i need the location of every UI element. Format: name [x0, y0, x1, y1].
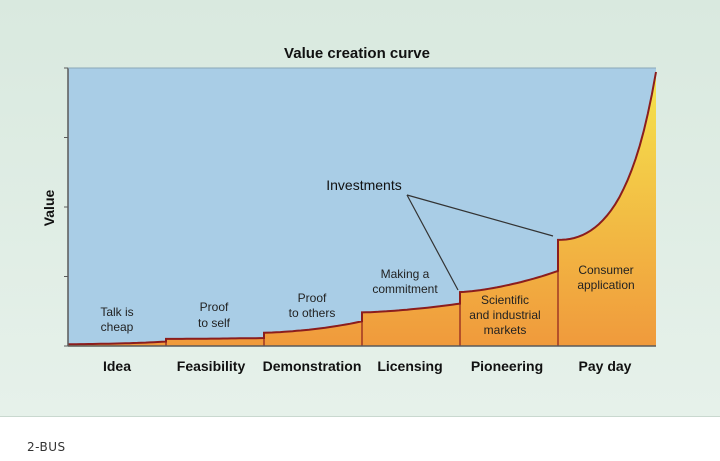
category-label-feasibility: Feasibility [177, 358, 246, 374]
annotation-pioneering-line2: and industrial [469, 308, 540, 322]
investments-pointer-left [406, 194, 459, 291]
y-axis-ticks [64, 67, 68, 347]
figure-caption: 2-BUS [27, 440, 66, 454]
value-fill-layer [68, 72, 656, 346]
category-label-demonstration: Demonstration [263, 358, 362, 374]
y-axis-label: Value [41, 190, 57, 227]
annotation-demonstration-line1: Proof [298, 291, 327, 305]
annotation-pioneering-line1: Scientific [481, 293, 529, 307]
category-label-licensing: Licensing [377, 358, 442, 374]
annotation-payday-line2: application [577, 278, 634, 292]
annotation-idea-line2: cheap [101, 320, 134, 334]
annotation-demonstration-line2: to others [289, 306, 336, 320]
category-label-idea: Idea [103, 358, 131, 374]
x-axis-categories: Idea Feasibility Demonstration Licensing… [103, 358, 632, 374]
annotation-investments: Investments [326, 177, 401, 193]
stage-annotations: Talk is cheap Proof to self Proof to oth… [100, 177, 634, 337]
value-area-fill [68, 72, 656, 346]
chart-title: Value creation curve [284, 45, 430, 62]
annotation-pioneering-line3: markets [484, 323, 527, 337]
investments-pointer-right [406, 194, 554, 237]
annotation-licensing-line1: Making a [381, 267, 430, 281]
category-label-pioneering: Pioneering [471, 358, 543, 374]
annotation-licensing-line2: commitment [372, 282, 438, 296]
annotation-idea-line1: Talk is [100, 305, 133, 319]
value-creation-chart: Value creation curve Value Idea Feasibil… [41, 45, 657, 374]
category-label-payday: Pay day [579, 358, 632, 374]
value-curve-line [68, 71, 657, 346]
annotation-feasibility-line2: to self [198, 316, 231, 330]
annotation-feasibility-line1: Proof [200, 300, 229, 314]
annotation-payday-line1: Consumer [578, 263, 633, 277]
